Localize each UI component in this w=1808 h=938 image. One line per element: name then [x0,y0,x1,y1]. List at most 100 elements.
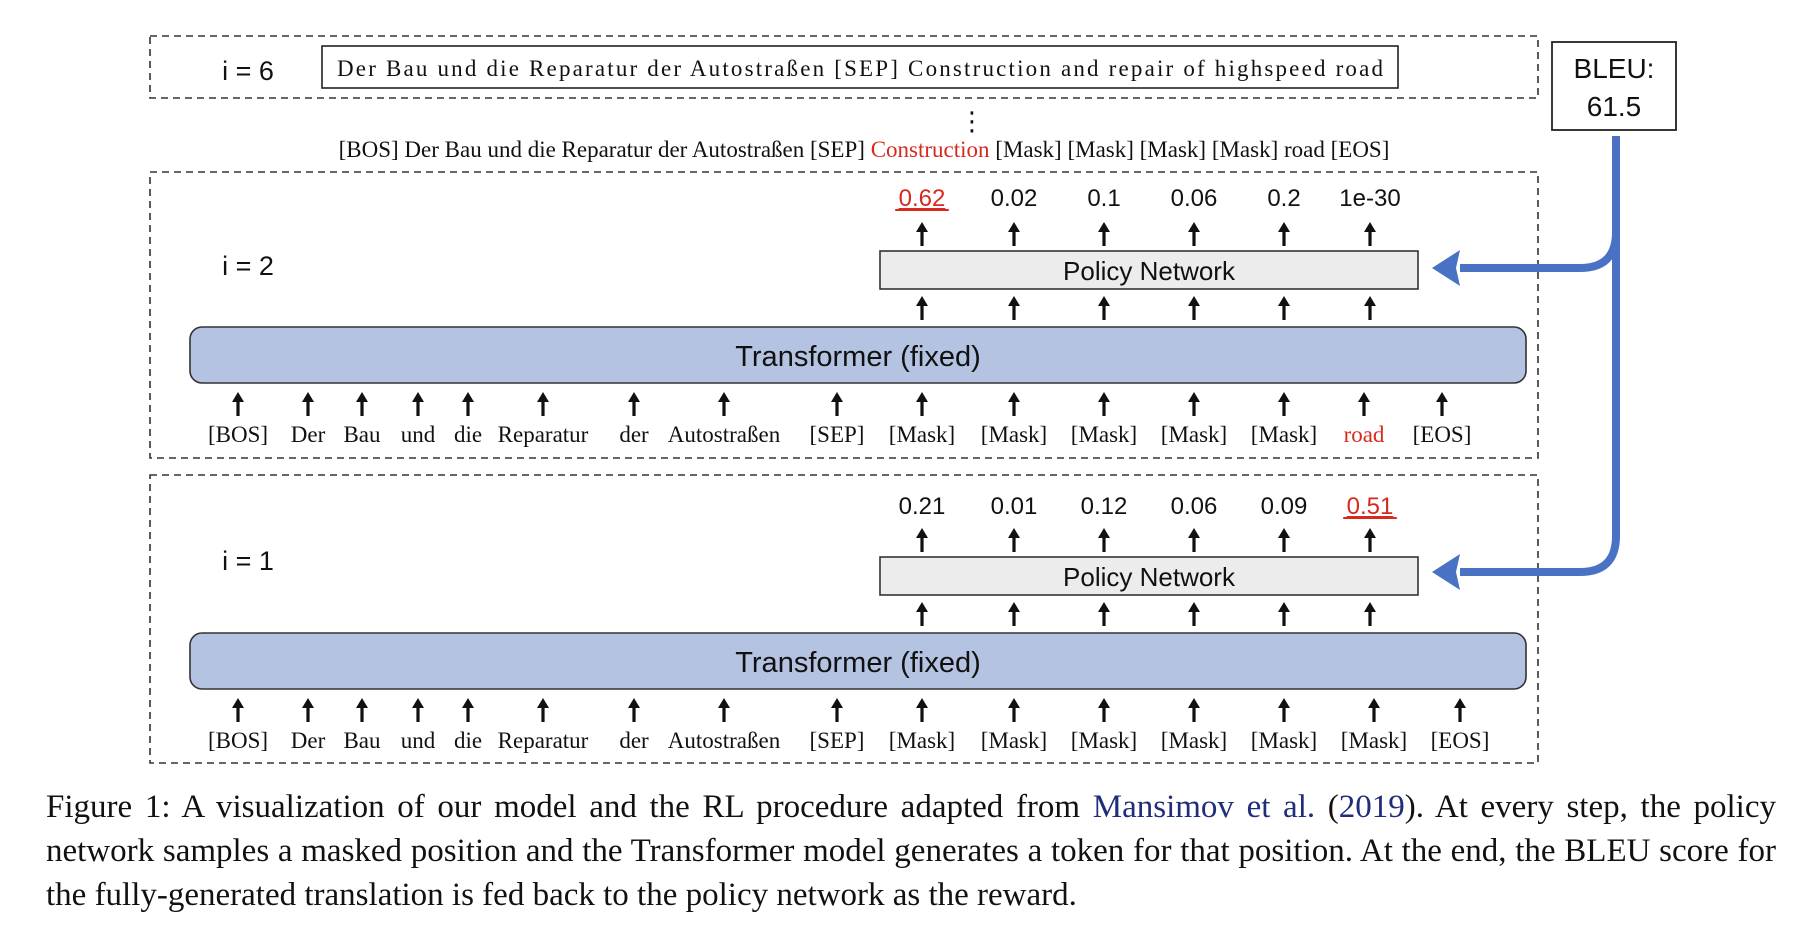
token: der [619,422,649,447]
up-arrow-head [1008,296,1020,306]
step-6-sequence: Der Bau und die Reparatur der Autostraße… [337,56,1384,81]
token: Bau [343,728,381,753]
up-arrow-head [232,392,244,402]
step-2-transformer-label: Transformer (fixed) [735,341,980,373]
up-arrow-head [1454,698,1466,708]
up-arrow-head [916,222,928,232]
step-1-token-arrows [232,698,1466,722]
up-arrow-head [356,698,368,708]
token: Reparatur [498,422,589,447]
up-arrow-head [1364,222,1376,232]
step-6-sequence-box [321,45,1399,89]
up-arrow-head [1368,698,1380,708]
step-6-frame [149,35,1539,99]
step-2-policy-output-arrows [916,222,1376,246]
up-arrow-head [1188,602,1200,612]
up-arrow-head [831,392,843,402]
step-1-policy-network-box [879,556,1419,596]
token: Autostraßen [668,728,781,753]
token: Autostraßen [668,422,781,447]
citation-author-link[interactable]: Mansimov et al. [1092,789,1316,825]
up-arrow-head [1188,698,1200,708]
probability-value: 0.1 [1087,185,1120,212]
bleu-feedback-line [1460,136,1620,576]
token: [Mask] [889,422,955,447]
probability-value: 1e-30 [1339,185,1400,212]
token: der [619,728,649,753]
up-arrow-head [628,392,640,402]
step-2-transformer-box [189,326,1527,384]
up-arrow-head [1364,528,1376,538]
up-arrow-head [1278,296,1290,306]
up-arrow-head [916,698,928,708]
up-arrow-head [356,392,368,402]
step-2-policy-network-label: Policy Network [1063,256,1236,286]
token: [Mask] [889,728,955,753]
up-arrow-head [462,698,474,708]
citation-year-link[interactable]: 2019 [1338,789,1405,825]
bleu-label: BLEU: [1574,53,1655,84]
token: [Mask] [1161,422,1227,447]
token: und [401,728,436,753]
up-arrow-head [412,698,424,708]
up-arrow-head [537,698,549,708]
token: [Mask] [1341,728,1407,753]
up-arrow-head [1188,296,1200,306]
probability-value: 0.21 [899,493,946,520]
token: road [1344,422,1385,447]
token: [Mask] [981,728,1047,753]
up-arrow-head [1098,222,1110,232]
up-arrow-head [1008,528,1020,538]
probability-value: 0.12 [1081,493,1128,520]
probability-value: 0.06 [1171,493,1218,520]
token: die [454,422,482,447]
up-arrow-head [831,698,843,708]
up-arrow-head [916,296,928,306]
step-2-label: i = 2 [222,251,274,281]
token: [BOS] [208,422,268,447]
step-2-token-arrows [232,392,1448,416]
up-arrow-head [1098,296,1110,306]
up-arrow-head [718,392,730,402]
step-2-policy-input-arrows [916,296,1376,320]
up-arrow-head [628,698,640,708]
up-arrow-head [916,602,928,612]
step-1-policy-output-arrows [916,528,1376,552]
token: [SEP] [810,728,865,753]
up-arrow-head [1098,602,1110,612]
step-1-transformer-box [189,632,1527,690]
up-arrow-head [1188,392,1200,402]
bleu-feedback-arrowhead-step-1 [1432,554,1460,590]
intermediate-suffix: [Mask] [Mask] [Mask] [Mask] road [EOS] [995,137,1389,162]
step-1-transformer-label: Transformer (fixed) [735,647,980,679]
bleu-box [1551,41,1677,131]
step-6-label: i = 6 [222,56,274,86]
caption-text-start: Figure 1: A visualization of our model a… [46,789,1093,825]
token: [EOS] [1413,422,1472,447]
token: [Mask] [1251,422,1317,447]
token: Der [291,422,326,447]
intermediate-prefix: [BOS] Der Bau und die Reparatur der Auto… [339,137,865,162]
token: Bau [343,422,381,447]
token: [EOS] [1431,728,1490,753]
token: [Mask] [1251,728,1317,753]
token: [SEP] [810,422,865,447]
up-arrow-head [1278,602,1290,612]
intermediate-highlight: Construction [871,137,990,162]
up-arrow-head [1008,698,1020,708]
up-arrow-head [1098,528,1110,538]
up-arrow-head [412,392,424,402]
ellipsis: ⋮ [959,107,985,137]
token: [Mask] [1071,422,1137,447]
up-arrow-head [1358,392,1370,402]
up-arrow-head [1008,392,1020,402]
step-2-policy-network-box [879,250,1419,290]
caption-text-end: ). At every step, the policy network sam… [46,789,1776,913]
probability-value: 0.06 [1171,185,1218,212]
up-arrow-head [916,392,928,402]
step-1-policy-network-label: Policy Network [1063,562,1236,592]
bleu-feedback-arrowhead-step-2 [1432,250,1460,286]
